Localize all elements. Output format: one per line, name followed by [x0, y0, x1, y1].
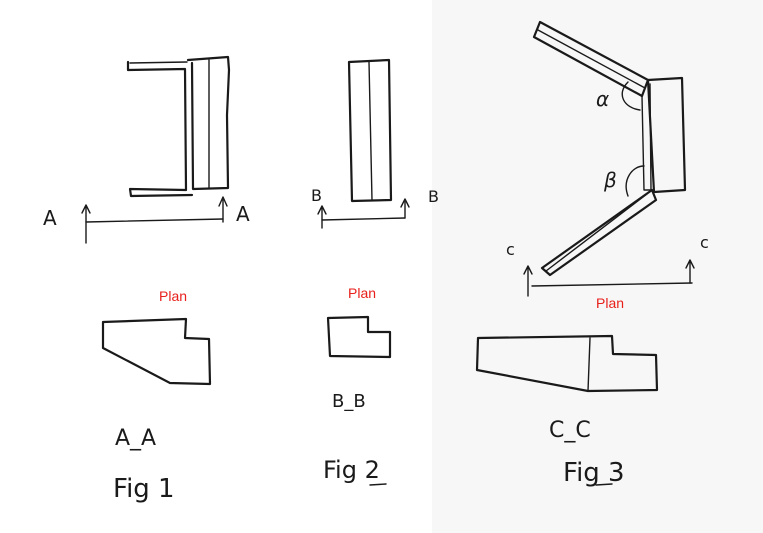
fig2-cut-letter-right: B: [428, 187, 439, 206]
fig2-cut-line: [317, 198, 410, 229]
fig3-plan-column-inner: [641, 83, 652, 191]
fig2-plan: [347, 58, 393, 203]
fig3-section: [475, 334, 659, 393]
fig2-number-underline: [369, 483, 387, 486]
fig3-cut-line-horizontal: [531, 282, 693, 287]
fig2-section: [326, 315, 392, 359]
fig1-cut-arrow-right: [218, 196, 228, 223]
fig2-plan-column: [347, 58, 393, 203]
fig3-beta-arc: [625, 165, 645, 197]
fig1-plan-label: Plan: [159, 288, 188, 304]
fig3-plan-angled-wall-bottom-inner: [545, 193, 648, 272]
fig3-cut-letter-left: c: [506, 240, 515, 259]
fig3-plan-angled-wall-top-inner: [537, 29, 646, 89]
fig3-cut-arrow-right: [685, 259, 695, 284]
fig3-section-outline: [475, 334, 659, 393]
fig3-alpha-arc: [621, 81, 641, 111]
fig2-cut-arrow-right: [400, 198, 410, 219]
fig3-plan-angled-wall-bottom: [540, 188, 658, 277]
fig3-alpha-label: α: [596, 87, 610, 111]
fig2-plan-inner-line: [368, 61, 373, 201]
fig2-section-outline: [326, 315, 392, 359]
fig3-plan-column: [646, 76, 687, 194]
figure-3-backdrop: [432, 0, 763, 533]
fig1-section-label: A_A: [115, 426, 157, 451]
fig1-plan-top-flange: [126, 60, 194, 198]
fig1-cut-line: [81, 196, 228, 244]
fig3-plan-label: Plan: [596, 295, 625, 311]
fig3-caption: Fig 3: [563, 458, 625, 488]
fig1-cut-line-horizontal: [85, 218, 224, 223]
fig1-cut-arrow-left: [81, 204, 91, 244]
fig3-section-label: C_C: [549, 418, 591, 443]
fig3-beta-label: β: [604, 168, 617, 192]
fig1-section: [101, 317, 212, 386]
fig3-plan: [532, 20, 687, 277]
fig3-cut-arrow-left: [523, 265, 533, 297]
fig1-plan: [126, 55, 231, 198]
fig2-caption: Fig 2: [323, 456, 380, 484]
fig1-caption: Fig 1: [113, 474, 175, 504]
fig2-cut-letter-left: B: [311, 186, 322, 205]
fig1-section-outline: [101, 317, 212, 386]
fig2-cut-line-horizontal: [321, 217, 406, 221]
fig2-cut-arrow-left: [317, 205, 327, 229]
fig1-plan-column: [186, 55, 231, 191]
fig3-cut-line: [523, 259, 695, 297]
fig2-section-label: B_B: [332, 391, 366, 412]
fig1-cut-letter-left: A: [43, 206, 57, 230]
fig3-section-divider: [587, 337, 591, 392]
fig2-plan-label: Plan: [348, 285, 377, 301]
fig3-cut-letter-right: c: [700, 233, 709, 252]
fig1-cut-letter-right: A: [236, 202, 250, 226]
fig1-plan-top-inner: [129, 61, 188, 64]
fig3-number-underline: [595, 483, 613, 486]
